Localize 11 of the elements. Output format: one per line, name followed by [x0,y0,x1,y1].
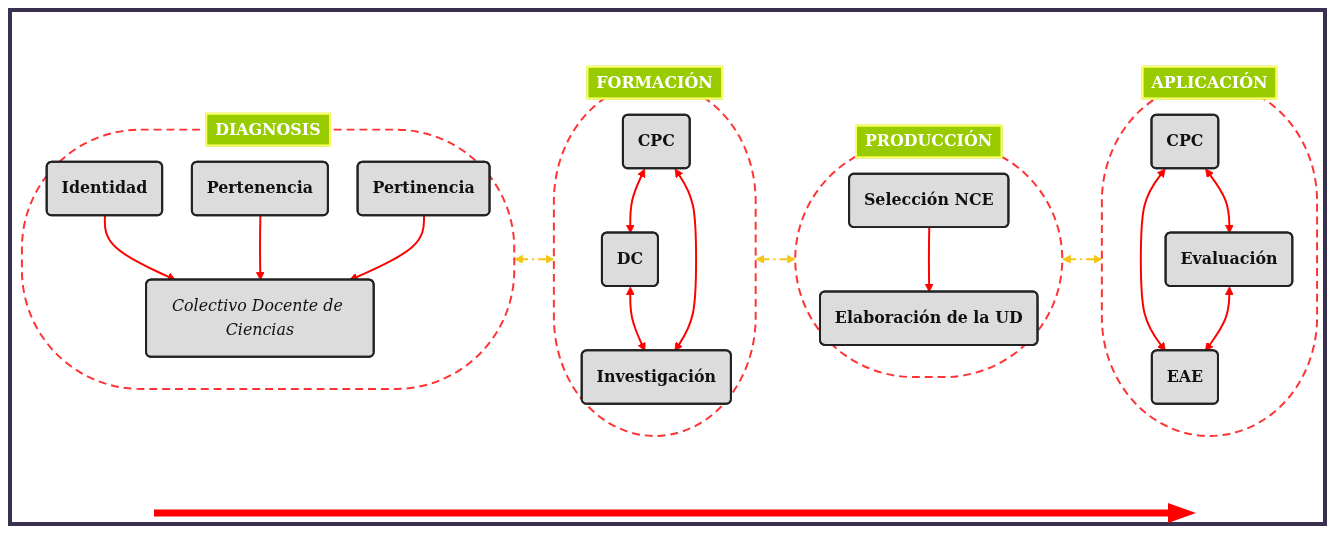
arrow [349,214,426,281]
arrow [255,214,265,281]
arrow [755,254,796,264]
arrow [1205,168,1234,234]
arrow [674,168,698,351]
arrow [1205,286,1234,351]
arrow [924,226,934,292]
arrow [625,168,646,234]
arrow [625,286,646,351]
arrow [1139,168,1166,351]
arrow [103,214,176,281]
